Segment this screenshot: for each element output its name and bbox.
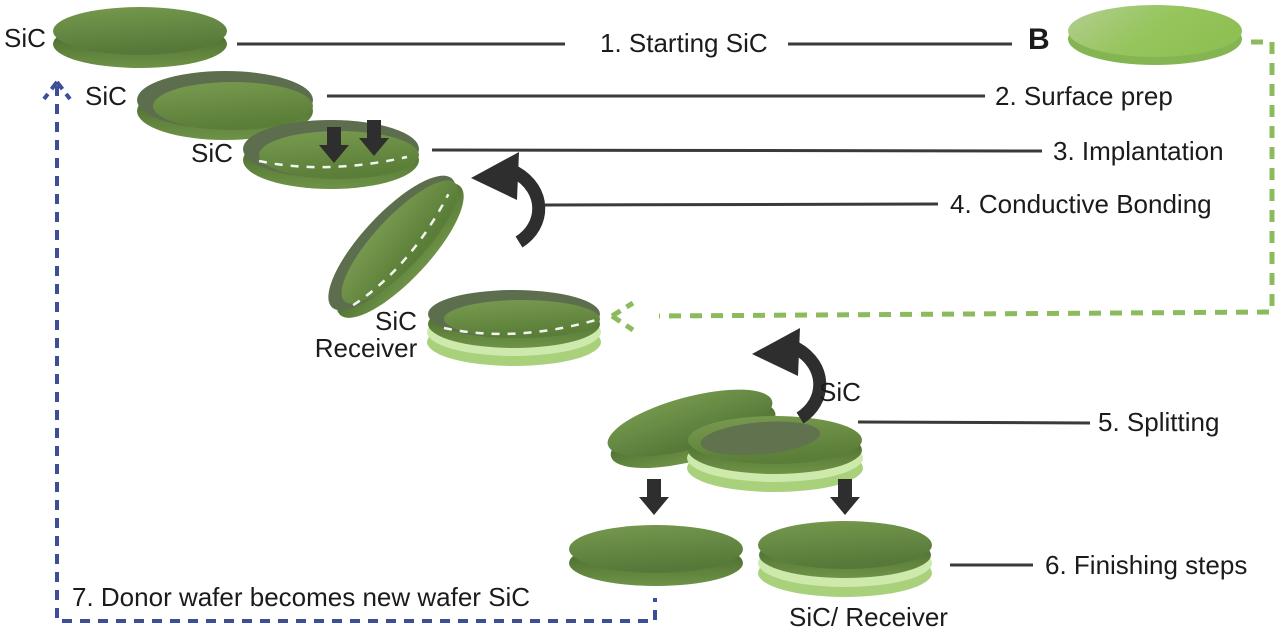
receiver-label-receiver: Receiver (315, 333, 418, 363)
wafer1-sic-label: SiC (4, 23, 46, 53)
step3-label: 3. Implantation (1053, 136, 1224, 166)
implant-depth-dashed-line (352, 193, 450, 307)
wafer2-sic-label: SiC (85, 81, 127, 111)
step1-label: 1. Starting SiC (600, 28, 768, 58)
split-sic-label: SiC (819, 377, 861, 407)
step7-label: 7. Donor wafer becomes new wafer SiC (72, 582, 530, 612)
step4-label: 4. Conductive Bonding (950, 189, 1212, 219)
wafer-starting-sic (53, 7, 227, 68)
connector-lines (237, 42, 1091, 567)
implant-depth-dashed-line (443, 318, 597, 336)
split-receiver-stack (687, 416, 863, 492)
final-donor-wafer (569, 525, 743, 586)
wafer-top (341, 180, 458, 304)
implant-depth-dashed-line (258, 155, 408, 169)
wafer-surface-prep (137, 71, 313, 140)
step6-label: 6. Finishing steps (1045, 550, 1247, 580)
wafer3-sic-label: SiC (191, 138, 233, 168)
step2-label: 2. Surface prep (995, 81, 1173, 111)
left-arrowhead-icon (610, 300, 635, 333)
wafer-top (569, 525, 743, 573)
final-receiver-wafer (758, 521, 932, 597)
step5-label: 5. Splitting (1098, 407, 1219, 437)
connector-line-4 (544, 202, 939, 207)
wafer-top (1068, 5, 1242, 57)
connector-line-5 (857, 420, 1091, 425)
wafer-top (607, 389, 773, 457)
wafer-top (53, 7, 227, 55)
b-marker-label: B (1028, 23, 1050, 56)
wafer-b-boule (1068, 5, 1242, 65)
transferred-layer-surface (700, 421, 821, 456)
donor-recycle-path (42, 80, 657, 623)
up-arrowhead-icon (42, 80, 72, 101)
wafer-top (758, 521, 932, 569)
connector-line-3 (431, 148, 1043, 153)
final-receiver-label: SiC/ Receiver (789, 602, 948, 629)
bond-dashed-line (658, 39, 1275, 319)
receiver-label-sic: SiC (375, 306, 417, 336)
wafer-top (153, 82, 313, 130)
receiver-stack (427, 290, 601, 366)
wafer-bonded-tilted (328, 175, 464, 318)
b-wafer-bond-path (610, 39, 1275, 333)
recycle-dashed-line (55, 86, 657, 623)
